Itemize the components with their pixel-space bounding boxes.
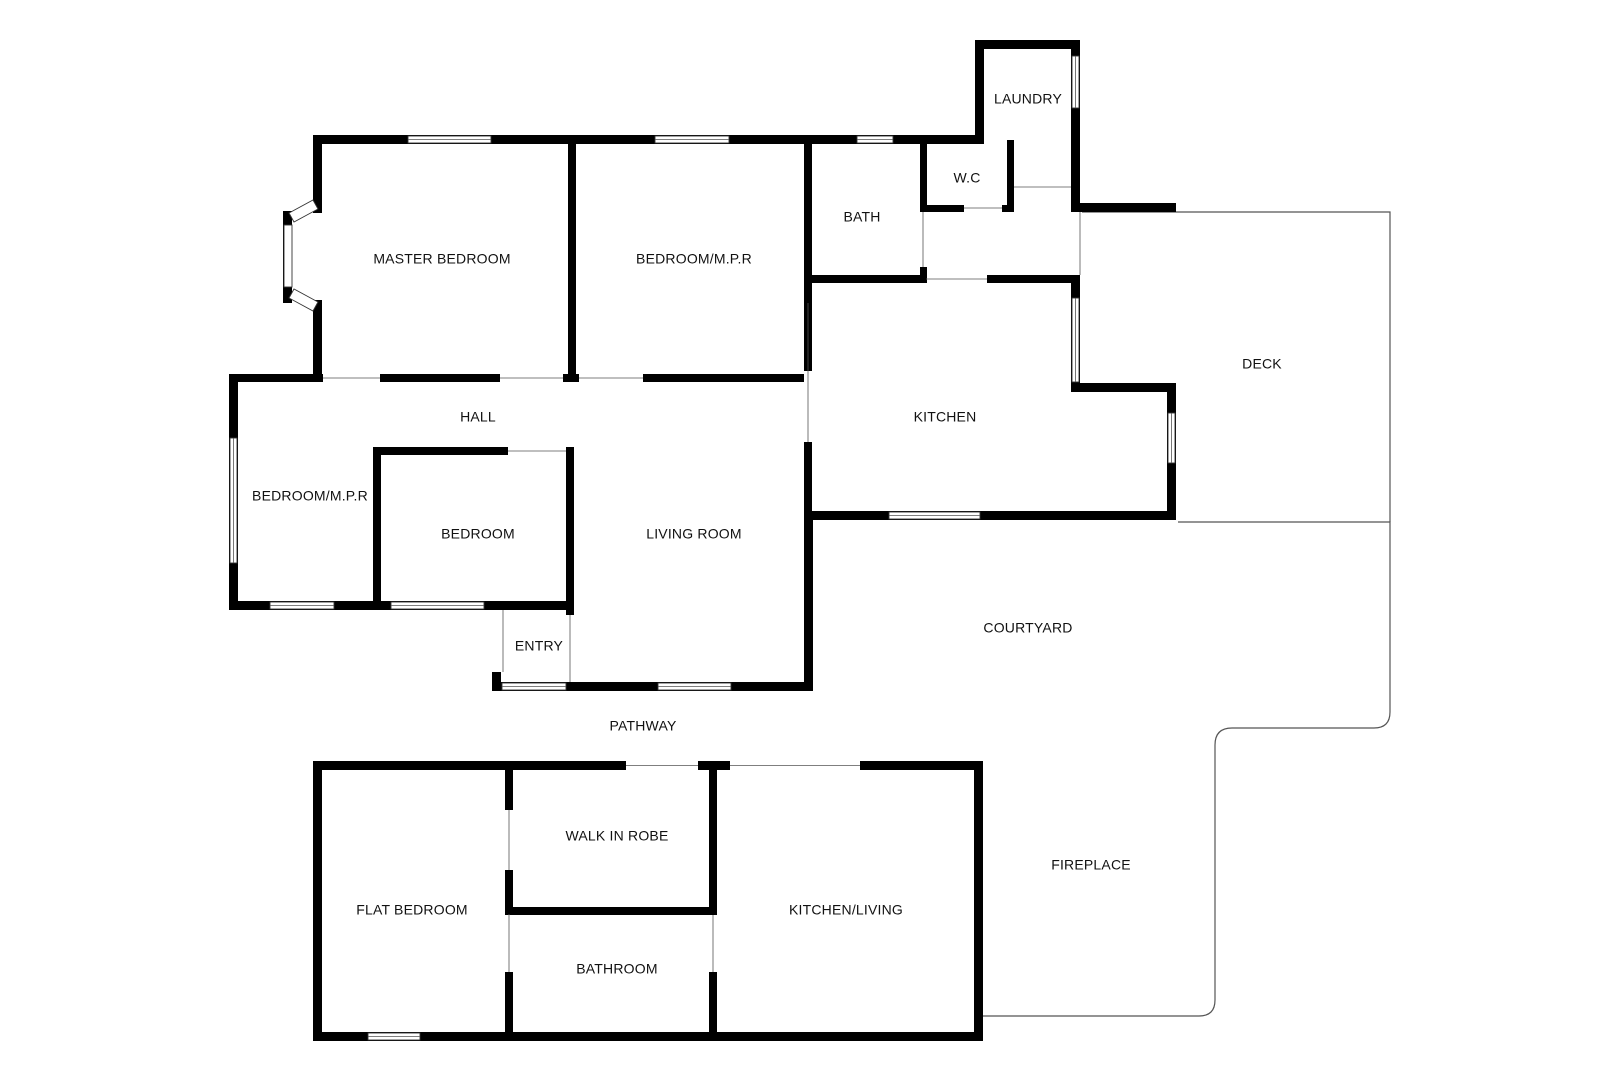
outdoor-outlines <box>982 211 1391 1017</box>
room-labels: LAUNDRY W.C MASTER BEDROOM BEDROOM/M.P.R… <box>252 91 1282 977</box>
room-label-wc: W.C <box>953 170 980 186</box>
room-label-flat-bedroom: FLAT BEDROOM <box>356 902 468 918</box>
room-label-hall: HALL <box>460 409 496 425</box>
room-label-courtyard: COURTYARD <box>983 620 1072 636</box>
room-label-entry: ENTRY <box>515 638 564 654</box>
room-label-pathway: PATHWAY <box>610 718 677 734</box>
room-label-master-bedroom: MASTER BEDROOM <box>373 251 510 267</box>
room-label-bedroom-mpr-left: BEDROOM/M.P.R <box>252 488 368 504</box>
room-label-walk-in-robe: WALK IN ROBE <box>565 828 668 844</box>
flat-openings <box>367 760 860 1041</box>
main-house-windows <box>229 55 1176 691</box>
room-label-deck: DECK <box>1242 356 1282 372</box>
room-label-kitchen: KITCHEN <box>914 409 977 425</box>
bay-window <box>283 199 319 312</box>
room-label-bedroom-mpr-top: BEDROOM/M.P.R <box>636 251 752 267</box>
room-label-laundry: LAUNDRY <box>994 91 1063 107</box>
room-label-kitchen-living: KITCHEN/LIVING <box>789 902 903 918</box>
openings <box>323 186 1081 682</box>
room-label-living-room: LIVING ROOM <box>646 526 742 542</box>
room-label-fireplace: FIREPLACE <box>1051 857 1131 873</box>
room-label-bedroom: BEDROOM <box>441 526 515 542</box>
room-label-bath: BATH <box>843 209 880 225</box>
room-label-bathroom: BATHROOM <box>576 961 657 977</box>
